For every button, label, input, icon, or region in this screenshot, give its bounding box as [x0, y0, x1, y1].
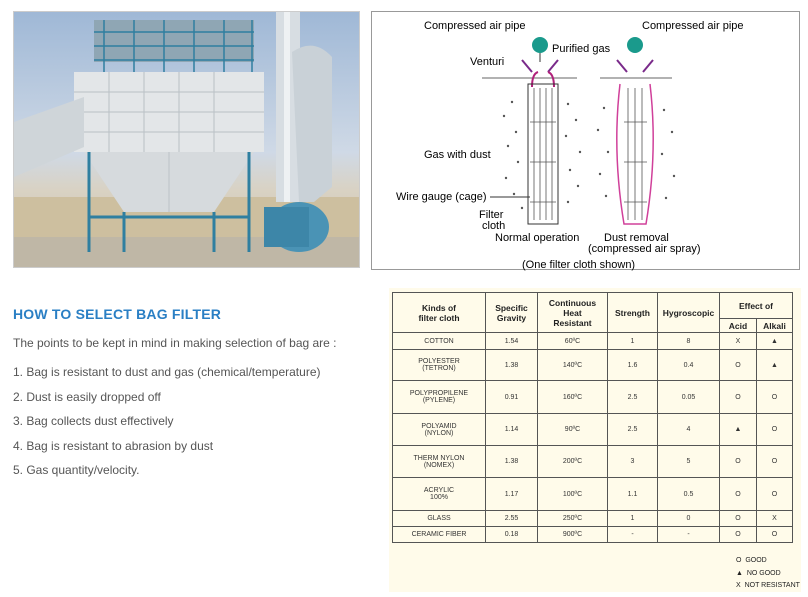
diagram-label-purified-gas: Purified gas — [552, 43, 611, 55]
diagram-label-normal-operation: Normal operation — [495, 232, 579, 244]
selection-points-list: 1. Bag is resistant to dust and gas (che… — [13, 364, 320, 487]
arrow-icon — [616, 59, 628, 73]
nozzle-icon — [532, 37, 548, 53]
page-heading: HOW TO SELECT BAG FILTER — [13, 306, 222, 322]
list-item: 2. Dust is easily dropped off — [13, 389, 161, 404]
header-effect-of: Effect of — [719, 292, 793, 319]
list-item: 4. Bag is resistant to abrasion by dust — [13, 438, 214, 453]
diagram-label-compressed-air-right: Compressed air pipe — [642, 20, 744, 32]
arrow-icon — [547, 59, 559, 73]
list-item: 5. Gas quantity/velocity. — [13, 463, 140, 478]
arrow-icon — [642, 59, 654, 73]
intro-text: The points to be kept in mind in making … — [13, 336, 337, 350]
header-alkali: Alkali — [756, 318, 793, 333]
table-legend: O GOOD ▲ NO GOOD X NOT RESISTANT — [736, 555, 800, 593]
list-item: 3. Bag collects dust effectively — [13, 414, 174, 429]
header-strength: Strength — [607, 292, 658, 333]
nozzle-icon — [627, 37, 643, 53]
diagram-label-compressed-air-spray: (compressed air spray) — [588, 243, 700, 255]
header-acid: Acid — [719, 318, 757, 333]
bag-filter-plant-photo — [13, 11, 360, 268]
legend-not-resistant: X NOT RESISTANT — [736, 582, 800, 589]
list-item: 1. Bag is resistant to dust and gas (che… — [13, 365, 321, 379]
diagram-caption: (One filter cloth shown) — [522, 259, 635, 271]
legend-good: O GOOD — [736, 557, 767, 564]
diagram-label-gas-with-dust: Gas with dust — [424, 149, 491, 161]
diagram-label-cloth: cloth — [482, 220, 505, 232]
diagram-label-venturi: Venturi — [470, 56, 504, 68]
pulse-jet-diagram: Compressed air pipe Purified gas Venturi… — [371, 11, 800, 271]
diagram-label-filter: Filter — [479, 209, 504, 221]
diagram-label-dust-removal: Dust removal — [604, 232, 669, 244]
diagram-label-wire-gauge: Wire gauge (cage) — [396, 191, 487, 203]
diagram-label-compressed-air-left: Compressed air pipe — [424, 20, 526, 32]
arrow-icon — [521, 59, 533, 73]
header-hygroscopic: Hygroscopic — [657, 292, 720, 333]
legend-no-good: ▲ NO GOOD — [736, 569, 781, 577]
